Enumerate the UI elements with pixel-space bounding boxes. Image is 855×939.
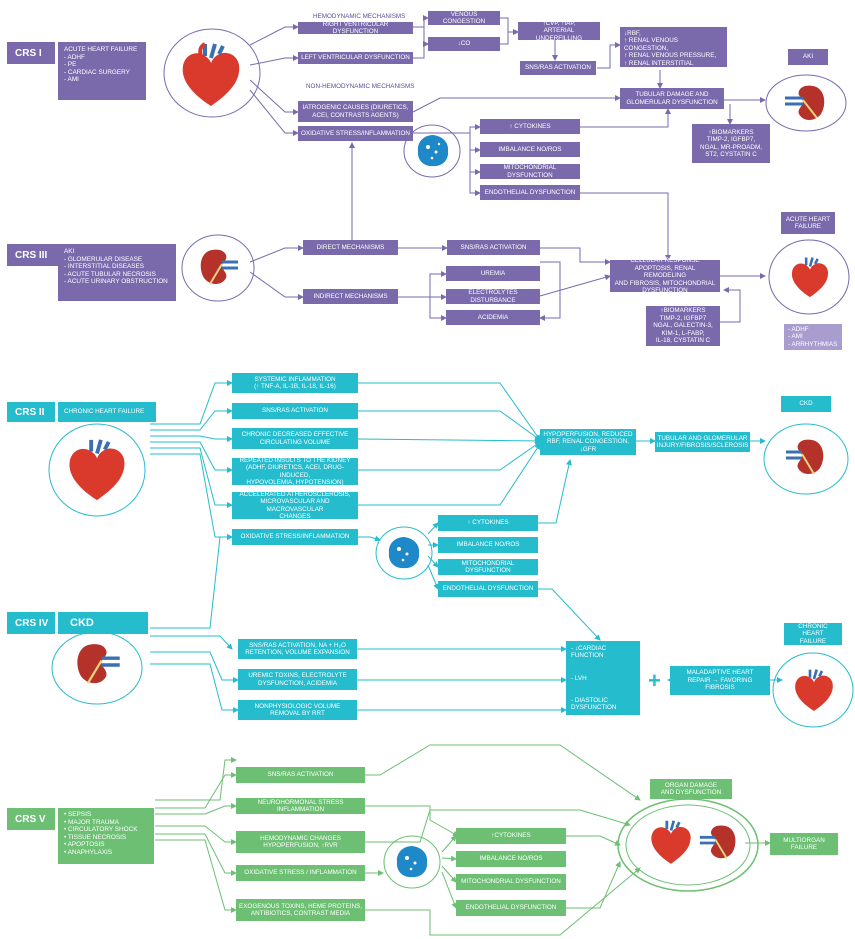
- crs3-direct: DIRECT MECHANISMS: [303, 240, 398, 255]
- crs3-sns-ras: SNS/RAS ACTIVATION: [447, 240, 540, 255]
- crs4-label: CRS IV: [7, 612, 55, 634]
- crs5-cytokines: ↑CYTOKINES: [456, 828, 566, 844]
- crs1-rbf: ↓RBF, ↑ RENAL VENOUS CONGESTION, ↑ RENAL…: [620, 27, 727, 74]
- crs3-label: CRS III: [7, 244, 61, 266]
- crs5-endo: ENDOTHELIAL DYSFUNCTION: [456, 900, 566, 916]
- crs1-imbalance: IMBALANCE NO/ROS: [480, 142, 580, 157]
- crs3-acidemia: ACIDEMIA: [446, 310, 540, 325]
- crs2-chronic: CHRONIC DECREASED EFFECTIVE CIRCULATING …: [232, 428, 358, 449]
- kidney-icon: [786, 439, 824, 475]
- crs2-imbalance: IMBALANCE NO/ROS: [438, 537, 538, 553]
- plus-icon: +: [648, 668, 661, 693]
- crs2-mito: MITOCHONDRIAL DYSFUNCTION: [438, 559, 538, 575]
- crs2-accelerated: ACCELERATED ATHEROSCLEROSIS, MICROVASCUL…: [232, 491, 358, 520]
- heart-icon: [791, 257, 829, 298]
- crs2-cytokines: ↑ CYTOKINES: [438, 515, 538, 531]
- crs3-outcome-list: - ADHF - AMI - ARRHYTHMIAS: [784, 324, 842, 350]
- crs5-mito: MITOCHONDRIAL DYSFUNCTION: [456, 874, 566, 890]
- crs1-cytokines: ↑ CYTOKINES: [480, 119, 580, 134]
- crs3-electrolytes: ELECTROLYTES DISTURBANCE: [446, 289, 540, 304]
- crs3-cellular: CELLULAR RESPONSE APOPTOSIS, RENAL REMOD…: [610, 257, 720, 294]
- crs5-sns-ras: SNS/RAS ACTIVATION: [236, 767, 365, 783]
- crs2-tubular: TUBULAR AND GLOMERULAR INJURY/FIBROSIS/S…: [655, 432, 750, 452]
- heart-icon: [182, 42, 240, 106]
- crs4-cardiac: - ↓CARDIAC FUNCTION - LVH - DIASTOLIC DY…: [566, 641, 640, 715]
- heart-icon: [651, 820, 691, 864]
- crs3-outcome: ACUTE HEART FAILURE: [781, 212, 835, 234]
- crs1-cvp: ↑CVP, ↑IAP, ARTERIAL UNDERFILLING: [518, 20, 600, 42]
- nonhemodynamic-mechanisms-label: NON-HEMODYNAMIC MECHANISMS: [306, 83, 415, 90]
- kidney-icon: [77, 644, 120, 684]
- crs3-description: AKI - GLOMERULAR DISEASE - INTERSTITIAL …: [58, 244, 176, 301]
- crs1-biomarkers: ↑BIOMARKERS TIMP-2, IGFBP7, NGAL, MR-PRO…: [692, 124, 770, 163]
- crs2-oxidative: OXIDATIVE STRESS/INFLAMMATION: [232, 529, 358, 545]
- cell-icon: [396, 846, 428, 878]
- crs2-sns-ras: SNS/RAS ACTIVATION: [232, 403, 358, 419]
- crs1-outcome-aki: AKI: [788, 49, 828, 65]
- crs4-maladaptive: MALADAPTIVE HEART REPAIR → FAVORING FIBR…: [670, 666, 770, 695]
- crs2-endo: ENDOTHELIAL DYSFUNCTION: [438, 581, 538, 597]
- crs2-outcome-ckd: CKD: [781, 396, 831, 412]
- heart-icon: [795, 669, 833, 711]
- cell-icon: [388, 537, 420, 569]
- crs5-hemodynamic: HEMODYNAMIC CHANGES HYPOPERFUSION, ↑RVR: [236, 831, 365, 853]
- heart-icon: [69, 439, 125, 501]
- hemodynamic-mechanisms-label: HEMODYNAMIC MECHANISMS: [313, 13, 406, 20]
- crs1-venous-congestion: VENOUS CONGESTION: [428, 11, 500, 25]
- crs4-sns-ras: SNS/RAS ACTIVATION, Na + H₂O RETENTION, …: [238, 639, 357, 659]
- crs4-description: CKD: [58, 612, 148, 634]
- crs2-hypoperfusion: HYPOPERFUSION, REDUCED RBF, RENAL CONGES…: [540, 429, 636, 455]
- cell-icon: [417, 135, 449, 167]
- crs1-lv-dysfunction: LEFT VENTRICULAR DYSFUNCTION: [298, 52, 413, 64]
- crs4-nonphysiologic: NONPHYSIOLOGIC VOLUME REMOVAL BY RRT: [238, 700, 357, 720]
- crs3-uremia: UREMIA: [446, 266, 540, 281]
- crs5-neurohormonal: NEUROHORMONAL STRESS INFLAMMATION: [236, 798, 365, 814]
- crs5-label: CRS V: [7, 808, 55, 830]
- crs1-rv-dysfunction: RIGHT VENTRICULAR DYSFUNCTION: [298, 21, 413, 35]
- crs5-exogenous: EXOGENOUS TOXINS, HEME PROTEINS, ANTIBIO…: [236, 899, 365, 921]
- crs1-iatrogenic: IATROGENIC CAUSES (DIURETICS, ACEI, CONT…: [298, 101, 413, 122]
- crs3-biomarkers: ↑BIOMARKERS TIMP-2, IGFBP7 NGAL, GALECTI…: [646, 306, 720, 346]
- crs1-description: ACUTE HEART FAILURE - ADHF - PE - CARDIA…: [58, 42, 146, 100]
- crs1-low-co: ↓CO: [428, 37, 500, 51]
- crs1-oxidative: OXIDATIVE STRESS/INFLAMMATION: [298, 126, 413, 141]
- kidney-icon: [699, 825, 736, 859]
- crs2-description: CHRONIC HEART FAILURE: [58, 402, 156, 422]
- crs2-repeated: REPEATED INSULTS TO THE KIDNEY (ADHF, DI…: [232, 457, 358, 486]
- crs2-systemic: SYSTEMIC INFLAMMATION (↑ TNF-α, IL-1β, I…: [232, 373, 358, 393]
- kidney-icon: [200, 249, 238, 285]
- crs5-outcome: MULTIORGAN FAILURE: [770, 833, 838, 855]
- crs5-organ-damage: ORGAN DAMAGE AND DYSFUNCTION: [650, 779, 732, 799]
- crs2-label: CRS II: [7, 402, 55, 422]
- crs3-indirect: INDIRECT MECHANISMS: [303, 289, 398, 304]
- crs4-uremic: UREMIC TOXINS, ELECTROLYTE DYSFUNCTION, …: [238, 669, 357, 690]
- crs5-imbalance: IMBALANCE NO/ROS: [456, 851, 566, 867]
- kidney-icon: [785, 85, 825, 120]
- crs4-outcome: CHRONIC HEART FAILURE: [784, 623, 842, 645]
- crs5-description: • SEPSIS • MAJOR TRAUMA • CIRCULATORY SH…: [58, 808, 154, 864]
- crs1-mito: MITOCHONDRIAL DYSFUNCTION: [480, 164, 580, 179]
- crs1-endo: ENDOTHELIAL DYSFUNCTION: [480, 185, 580, 200]
- crs1-tubular-damage: TUBULAR DAMAGE AND GLOMERULAR DYSFUNCTIO…: [620, 88, 724, 109]
- crs5-oxidative: OXIDATIVE STRESS / INFLAMMATION: [236, 865, 365, 881]
- crs1-sns-ras: SNS/RAS ACTIVATION: [520, 61, 596, 75]
- crs1-label: CRS I: [7, 42, 55, 64]
